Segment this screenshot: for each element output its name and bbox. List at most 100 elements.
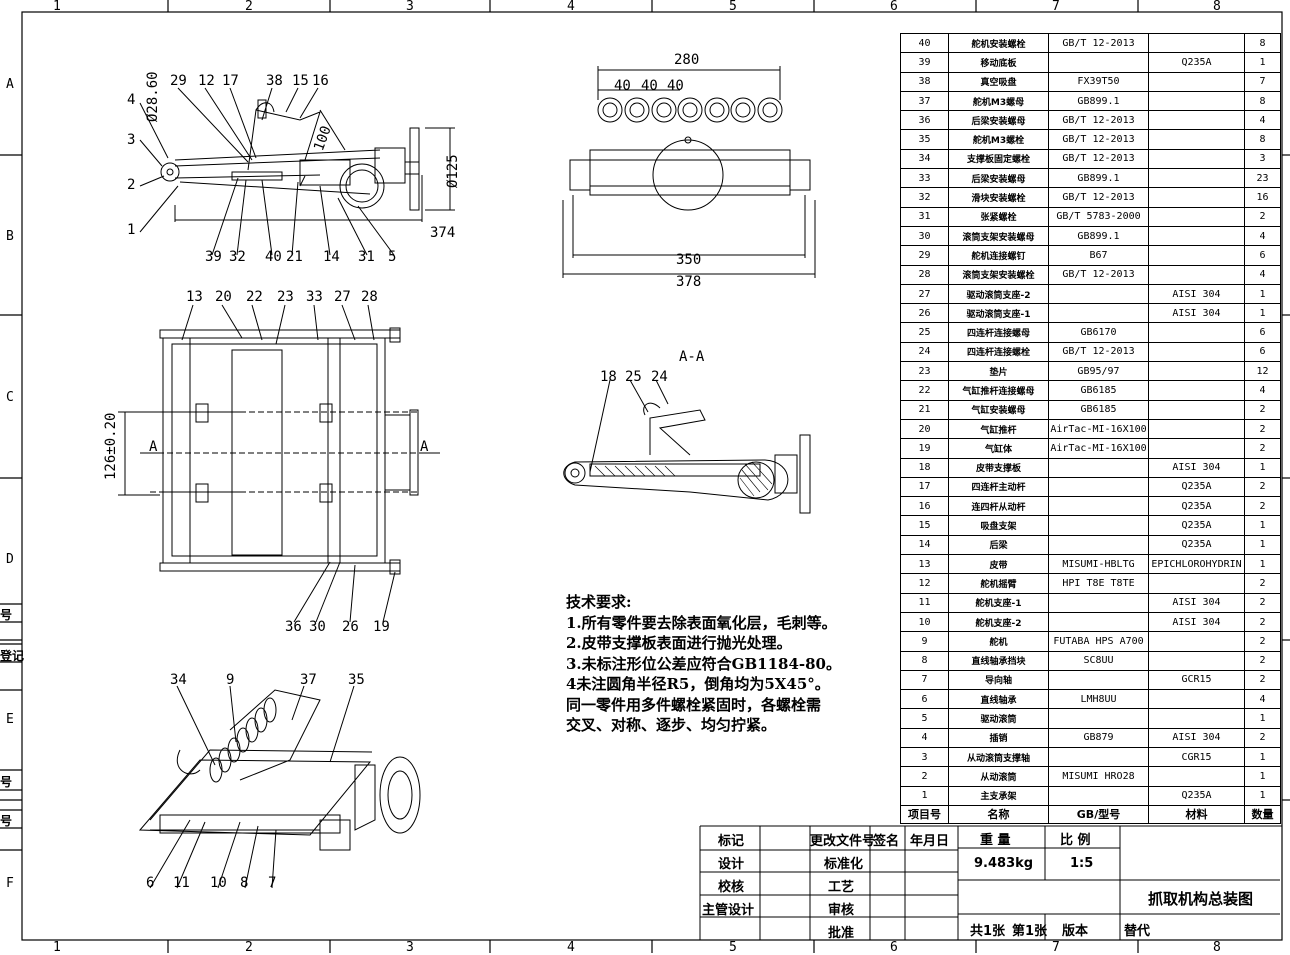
bom-cell: 真空吸盘 (948, 71, 1049, 92)
bom-cell (1148, 187, 1245, 208)
bom-cell: 3 (900, 746, 949, 768)
bom-cell: GB6185 (1048, 380, 1149, 401)
bom-cell: 25 (900, 322, 949, 343)
bom-cell: 27 (900, 283, 949, 305)
bom-cell: 1 (1244, 515, 1281, 536)
bom-cell: Q235A (1148, 515, 1245, 536)
tech-line: 3.未标注形位公差应符合GB1184-80。 (566, 654, 841, 673)
bom-cell (1148, 689, 1245, 710)
bom-cell: 9 (900, 631, 949, 652)
bom-cell: 11 (900, 592, 949, 613)
bom-header-cell: 材料 (1148, 804, 1245, 824)
bom-cell: 8 (1244, 90, 1281, 112)
bom-cell: 驱动滚筒支座-1 (948, 303, 1049, 324)
tb-gengai: 更改文件号 (810, 834, 876, 849)
bom-cell: GB6170 (1048, 322, 1149, 343)
iso-suction-cups (209, 697, 277, 783)
part-label: 12 (198, 73, 215, 89)
bom-cell: GB95/97 (1048, 361, 1149, 382)
bom-cell: 4 (1244, 110, 1281, 131)
part-label: 13 (186, 289, 203, 305)
bom-cell: CGR15 (1148, 746, 1245, 768)
bom-cell: 8 (1244, 32, 1281, 54)
bom-cell (1048, 669, 1149, 691)
bom-cell: 1 (1244, 554, 1281, 575)
bom-cell (1048, 303, 1149, 324)
bom-cell: 18 (900, 457, 949, 478)
dim-label: 378 (676, 274, 702, 290)
part-label: 7 (268, 875, 277, 891)
part-label: 38 (266, 73, 283, 89)
bom-cell: 40 (900, 32, 949, 54)
bom-cell (1148, 631, 1245, 652)
bom-cell: GB/T 12-2013 (1048, 148, 1149, 170)
bom-cell (1048, 52, 1149, 73)
bom-cell: Q235A (1148, 534, 1245, 556)
zone-col-6-bottom: 6 (890, 940, 898, 955)
bom-cell: GB/T 5783-2000 (1048, 206, 1149, 227)
bom-cell: 30 (900, 225, 949, 247)
bom-cell (1148, 206, 1245, 227)
bom-cell (1148, 438, 1245, 459)
bom-header-cell: 名称 (948, 804, 1049, 824)
part-label: 1 (127, 222, 136, 238)
bom-cell: 舵机摇臂 (948, 573, 1049, 594)
part-label: 35 (348, 672, 365, 688)
part-label: 4 (127, 92, 136, 108)
bom-cell: 2 (1244, 631, 1281, 652)
side-label-1: 号 (0, 608, 13, 622)
part-label: 9 (226, 672, 235, 688)
bom-cell: 舵机 (948, 631, 1049, 652)
bom-cell: Q235A (1148, 785, 1245, 806)
bom-header-cell: 数量 (1244, 804, 1281, 824)
part-label: 16 (312, 73, 329, 89)
bom-cell (1148, 708, 1245, 729)
bom-cell (1048, 611, 1149, 633)
tb-gongyi: 工艺 (828, 880, 855, 895)
bom-cell: 8 (900, 650, 949, 671)
bom-cell (1048, 515, 1149, 536)
front-view (139, 87, 455, 256)
tech-title: 技术要求: (566, 593, 632, 611)
bom-cell: 12 (1244, 361, 1281, 382)
bom-cell: 22 (900, 380, 949, 401)
zone-row-e: E (6, 712, 14, 727)
bom-cell: 21 (900, 399, 949, 420)
bom-cell: 28 (900, 264, 949, 285)
part-label: 18 (600, 369, 617, 385)
tb-banben: 版本 (1062, 924, 1089, 939)
part-label: 15 (292, 73, 309, 89)
bom-cell: EPICHLOROHYDRIN (1148, 554, 1245, 575)
top-view (562, 66, 816, 278)
part-label: 37 (300, 672, 317, 688)
zone-col-4-bottom: 4 (567, 940, 575, 955)
zone-col-5: 5 (729, 0, 737, 14)
part-label: 23 (277, 289, 294, 305)
tb-bili: 比 例 (1060, 833, 1091, 848)
bom-cell: 1 (1244, 785, 1281, 806)
part-label: 32 (229, 249, 246, 265)
section-a-a (563, 379, 811, 514)
bom-cell: 3 (1244, 148, 1281, 170)
bom-cell: GB/T 12-2013 (1048, 341, 1149, 363)
part-label: 29 (170, 73, 187, 89)
bom-cell: 从动滚筒支撑轴 (948, 746, 1049, 768)
bom-cell: 舵机M3螺栓 (948, 129, 1049, 150)
bom-cell: AISI 304 (1148, 303, 1245, 324)
bom-cell: 2 (1244, 573, 1281, 594)
bom-cell: 2 (1244, 399, 1281, 420)
bom-cell: 6 (900, 689, 949, 710)
bom-cell: 后梁 (948, 534, 1049, 556)
bom-cell: 4 (1244, 225, 1281, 247)
